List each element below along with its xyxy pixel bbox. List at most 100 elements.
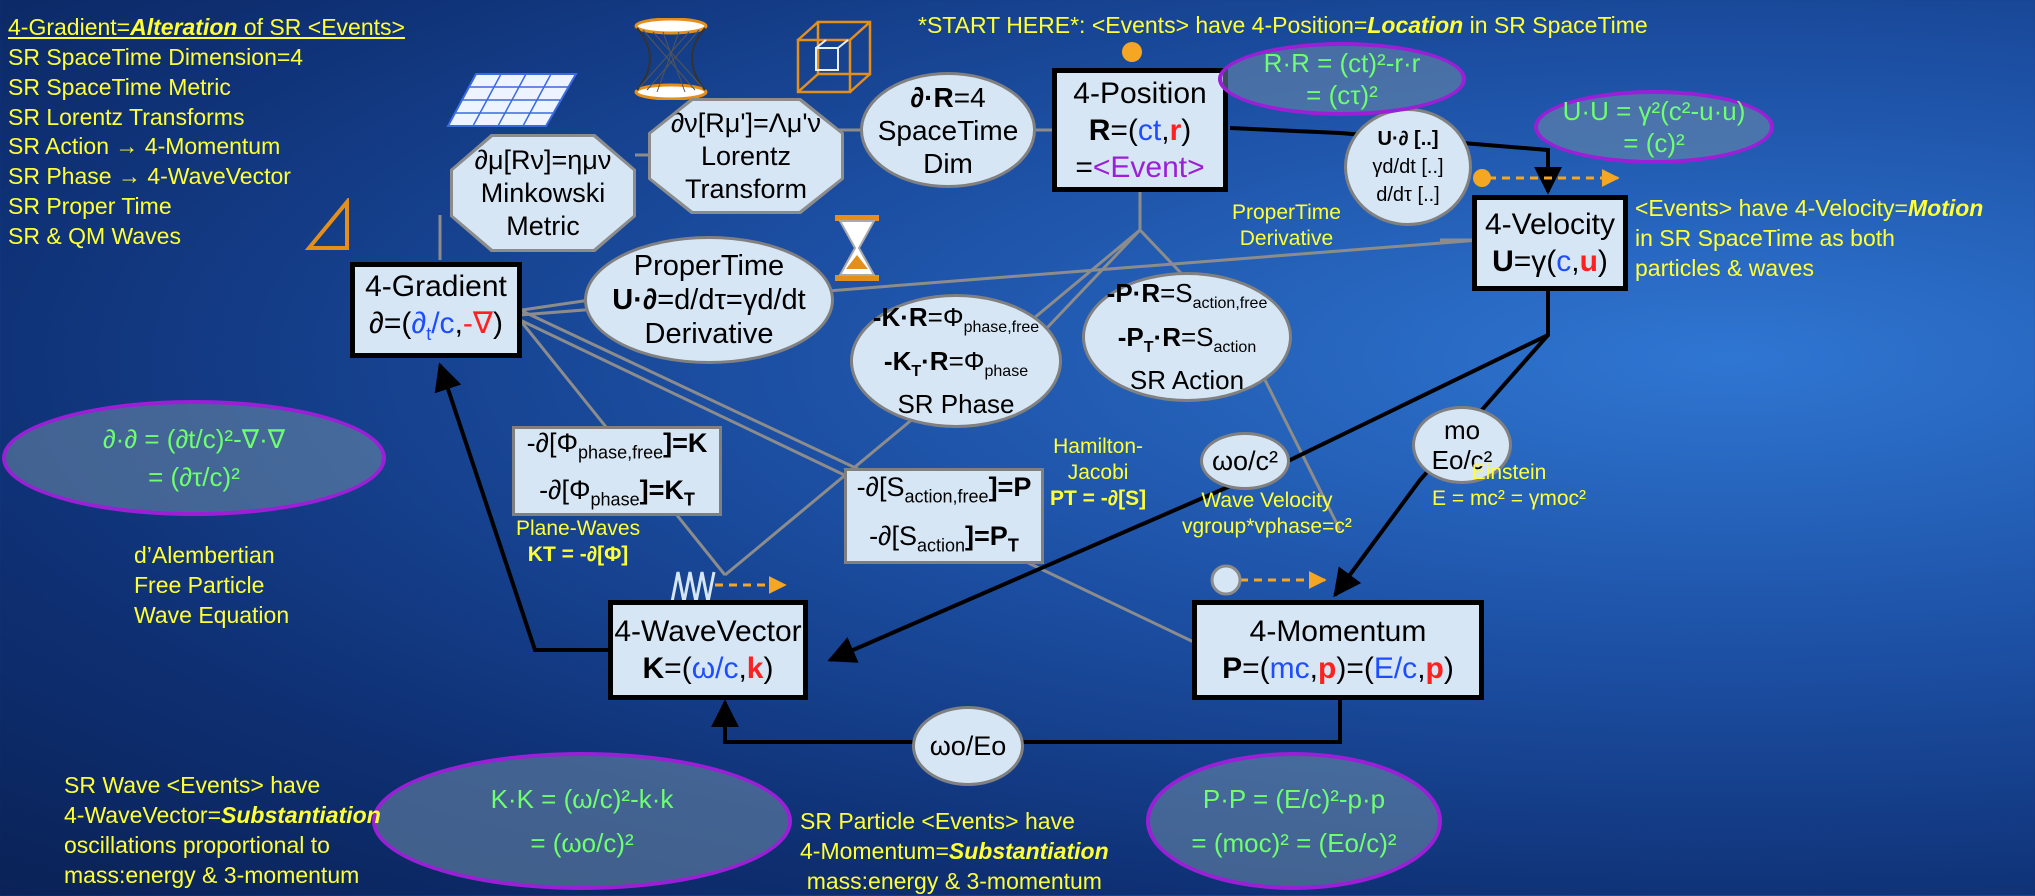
lorentz-line1: ∂ν[Rμ']=Λμ'ν [670,107,822,138]
node-4-position[interactable]: 4-Position R=(ct,r) =<Event> [1052,68,1228,192]
legend-item-action: SR Action → 4-Momentum [8,133,281,159]
omega-c2-text: ωo/c² [1211,445,1279,476]
hyperboloid-icon [634,18,708,100]
kk-line1: K·K = (ω/c)²-k·k [490,784,674,814]
node-phase-gradient[interactable]: -∂[Φphase,free]=K -∂[Φphase]=KT [512,426,722,516]
einstein-line1: Einstein [1471,461,1547,484]
u-deriv-line2: γd/dt [..] [1372,156,1444,178]
wave-note-line1: SR Wave <Events> have [64,772,321,798]
legend-item-metric: SR SpaceTime Metric [8,74,231,100]
wave-note-line4: mass:energy & 3-momentum [64,862,360,888]
node-4-velocity[interactable]: 4-Velocity U=γ(c,u) [1472,195,1628,291]
legend-title: 4-Gradient=Alteration of SR <Events> [8,14,405,40]
position-equation: R=(ct,r) [1088,113,1192,147]
pp-line1: P·P = (E/c)²-p·p [1202,784,1386,814]
sr-phase-line1: -K·R=Φphase,free [872,302,1040,337]
omega-eo-text: ωo/Eo [929,730,1007,761]
wavevector-equation: K=(ω/c,k) [642,652,774,685]
invariant-uu: U·U = γ²(c²-u·u) = (c)² [1534,90,1774,164]
plane-waves-line1: Plane-Waves [516,517,641,540]
invariant-pp: P·P = (E/c)²-p·p = (moc)² = (Eo/c)² [1146,752,1442,890]
particle-note-line3: mass:energy & 3-momentum [806,868,1102,894]
node-minkowski-metric[interactable]: ∂μ[Rν]=ημν Minkowski Metric [453,137,633,249]
gradient-title: 4-Gradient [365,269,507,303]
wave-velocity-line2: vgroup*vphase=c² [1182,515,1352,538]
node-spacetime-dim[interactable]: ∂·R=4 SpaceTime Dim [860,72,1036,188]
sr-action-line2: -PT·R=Saction [1117,321,1257,356]
invariant-rr: R·R = (ct)²-r·r = (cτ)² [1218,42,1466,116]
start-here-text: *START HERE*: <Events> have 4-Position=L… [918,12,1648,38]
particle-dot [1210,564,1242,596]
node-mo[interactable]: mo Eo/c² [1412,406,1512,484]
wave-velocity-line1: Wave Velocity [1201,489,1333,512]
node-propertime[interactable]: ProperTime U·∂=d/dτ=γd/dt Derivative [584,236,834,364]
propertime-label-line1: ProperTime [1232,201,1341,224]
plane-waves-line2: KT = -∂[Φ] [527,543,629,566]
position-title: 4-Position [1073,76,1207,110]
node-4-momentum[interactable]: 4-Momentum P=(mc,p)=(E/c,p) [1192,600,1484,700]
propertime-line1: ProperTime [633,250,785,282]
spacetime-dim-line3: Dim [923,147,973,179]
sr-phase-line2: -KT·R=Φphase [883,345,1029,380]
dd-line1: ∂·∂ = (∂t/c)²-∇·∇ [102,424,286,454]
velocity-dot [1473,169,1491,187]
node-4-wavevector[interactable]: 4-WaveVector K=(ω/c,k) [608,600,808,700]
node-action-gradient[interactable]: -∂[Saction,free]=P -∂[Saction]=PT [844,468,1044,564]
minkowski-line1: ∂μ[Rν]=ημν [474,144,612,175]
node-omega-over-c2[interactable]: ωo/c² [1200,432,1290,490]
wave-note: SR Wave <Events> have 4-WaveVector=Subst… [64,770,381,890]
node-sr-action[interactable]: -P·R=Saction,free -PT·R=Saction SR Actio… [1082,272,1292,402]
legend-item-waves: SR & QM Waves [8,223,181,249]
particle-note-line2: 4-Momentum=Substantiation [800,838,1109,864]
invariant-dd: ∂·∂ = (∂t/c)²-∇·∇ = (∂τ/c)² [2,400,386,516]
hamilton-line1: Hamilton- [1053,435,1143,458]
dd-line2: = (∂τ/c)² [148,462,240,492]
node-4-gradient[interactable]: 4-Gradient ∂=(∂t/c,-∇) [350,262,522,358]
node-u-derivative[interactable]: U·∂ [..] γd/dt [..] d/dτ [..] [1344,108,1472,226]
grid-icon [446,73,578,127]
propertime-label-line2: Derivative [1239,227,1334,250]
spacetime-dim-line2: SpaceTime [877,114,1019,146]
legend-item-phase: SR Phase → 4-WaveVector [8,163,291,189]
dalembert-label: d’Alembertian Free Particle Wave Equatio… [134,540,289,630]
wavevector-title: 4-WaveVector [614,615,802,648]
velocity-note-line3: particles & waves [1635,255,1814,281]
particle-note-line1: SR Particle <Events> have [800,808,1075,834]
uu-line1: U·U = γ²(c²-u·u) [1562,96,1746,126]
cube-icon [796,20,872,94]
dalembert-line1: d’Alembertian [134,542,275,568]
u-deriv-line3: d/dτ [..] [1376,184,1440,206]
hamilton-line3: PT = -∂[S] [1050,487,1147,510]
rr-line2: = (cτ)² [1306,80,1378,110]
mo-line2: Eo/c² [1431,445,1493,475]
pp-line2: = (moc)² = (Eo/c)² [1191,828,1397,858]
kk-line2: = (ωo/c)² [530,828,634,858]
velocity-note-line1: <Events> have 4-Velocity=Motion [1635,195,1984,221]
dalembert-line2: Free Particle [134,572,265,598]
sr-phase-line3: SR Phase [897,388,1015,419]
minkowski-line3: Metric [506,210,580,241]
wave-note-line3: oscillations proportional to [64,832,330,858]
dalembert-line3: Wave Equation [134,602,290,628]
propertime-derivative-label: ProperTime Derivative [1232,200,1341,252]
node-lorentz-transform[interactable]: ∂ν[Rμ']=Λμ'ν Lorentz Transform [651,101,841,211]
momentum-title: 4-Momentum [1249,615,1427,648]
action-grad-line2: -∂[Saction]=PT [869,521,1019,556]
einstein-label: Einstein E = mc² = γmoc² [1432,460,1586,512]
node-omega-over-eo[interactable]: ωo/Eo [912,706,1024,786]
sr-action-line1: -P·R=Saction,free [1106,278,1268,313]
hamilton-jacobi-label: Hamilton- Jacobi PT = -∂[S] [1050,434,1146,512]
velocity-equation: U=γ(c,u) [1492,245,1608,278]
mo-line1: mo [1443,415,1481,445]
uu-line2: = (c)² [1623,128,1685,158]
propertime-line3: Derivative [644,318,774,350]
momentum-equation: P=(mc,p)=(E/c,p) [1222,652,1454,685]
lorentz-line2: Lorentz [700,140,792,171]
rr-line1: R·R = (ct)²-r·r [1263,48,1421,78]
velocity-note-line2: in SR SpaceTime as both [1635,225,1895,251]
minkowski-line2: Minkowski [480,177,606,208]
einstein-line2: E = mc² = γmoc² [1432,487,1587,510]
node-sr-phase[interactable]: -K·R=Φphase,free -KT·R=Φphase SR Phase [850,294,1062,428]
plane-waves-label: Plane-Waves KT = -∂[Φ] [516,516,640,568]
wavevector-to-gradient-arrow [434,362,610,652]
